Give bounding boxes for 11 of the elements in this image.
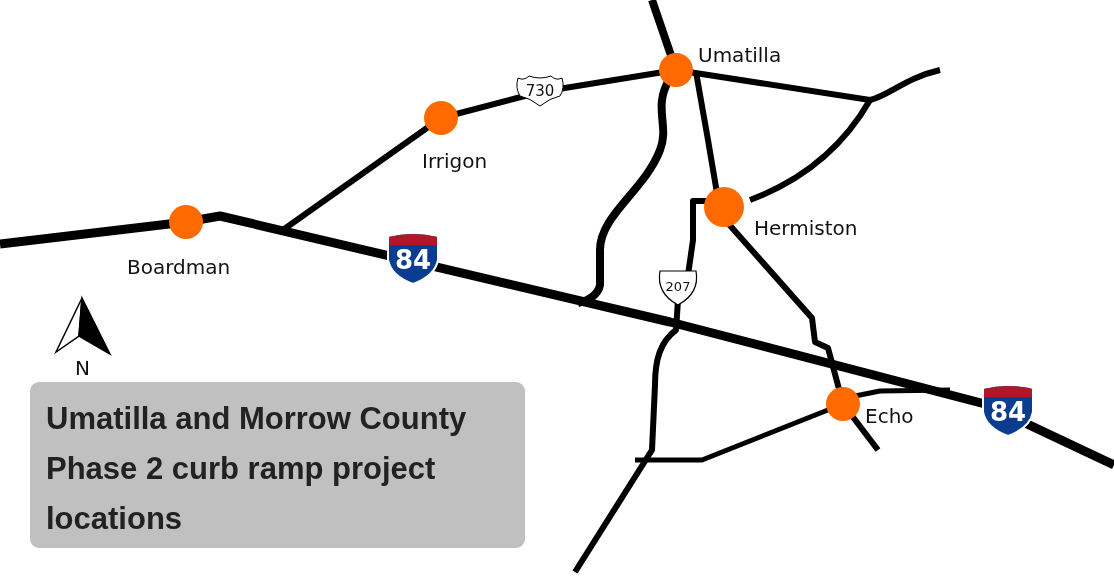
town-label: Echo xyxy=(865,406,914,426)
map-title: Umatilla and Morrow County Phase 2 curb ramp project locations xyxy=(30,382,525,548)
town-label: Umatilla xyxy=(698,45,782,65)
town-label: Irrigon xyxy=(422,151,488,171)
north-label: N xyxy=(75,358,90,378)
town-label: Hermiston xyxy=(754,218,858,238)
route-number: 84 xyxy=(989,399,1027,425)
route-number: 730 xyxy=(525,83,555,99)
route-number: 207 xyxy=(665,279,691,293)
route-number: 84 xyxy=(394,247,432,273)
town-label: Boardman xyxy=(127,257,231,277)
